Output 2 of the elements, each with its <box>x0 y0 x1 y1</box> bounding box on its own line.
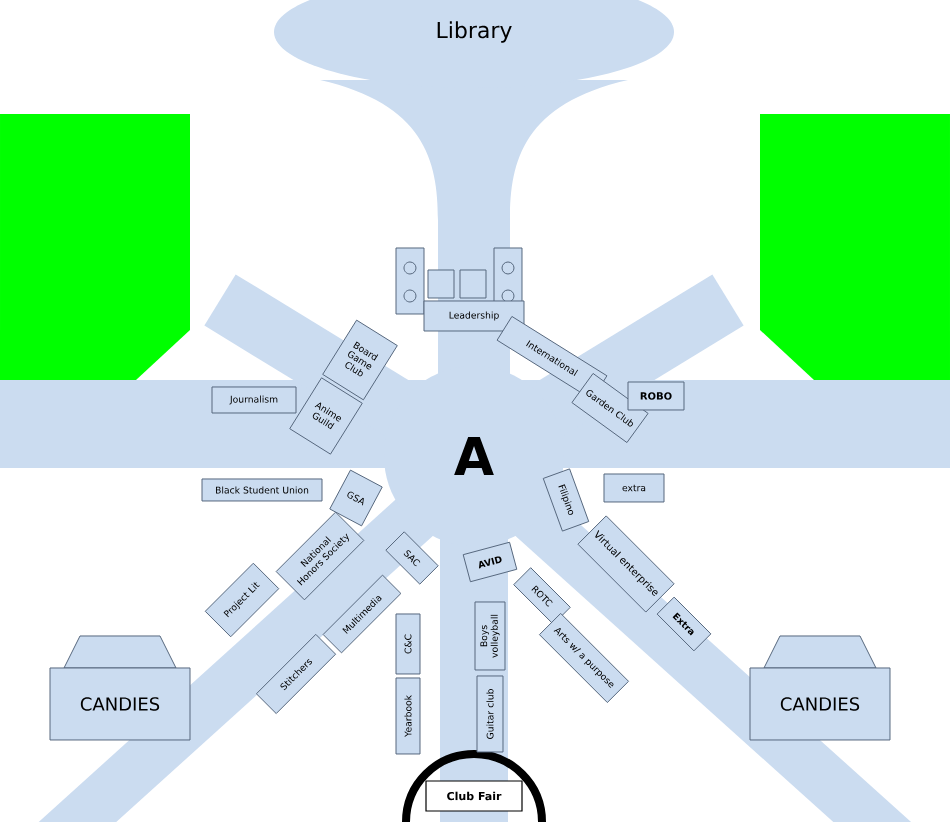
building-label: Library <box>274 0 674 88</box>
node-label: A <box>454 437 494 475</box>
